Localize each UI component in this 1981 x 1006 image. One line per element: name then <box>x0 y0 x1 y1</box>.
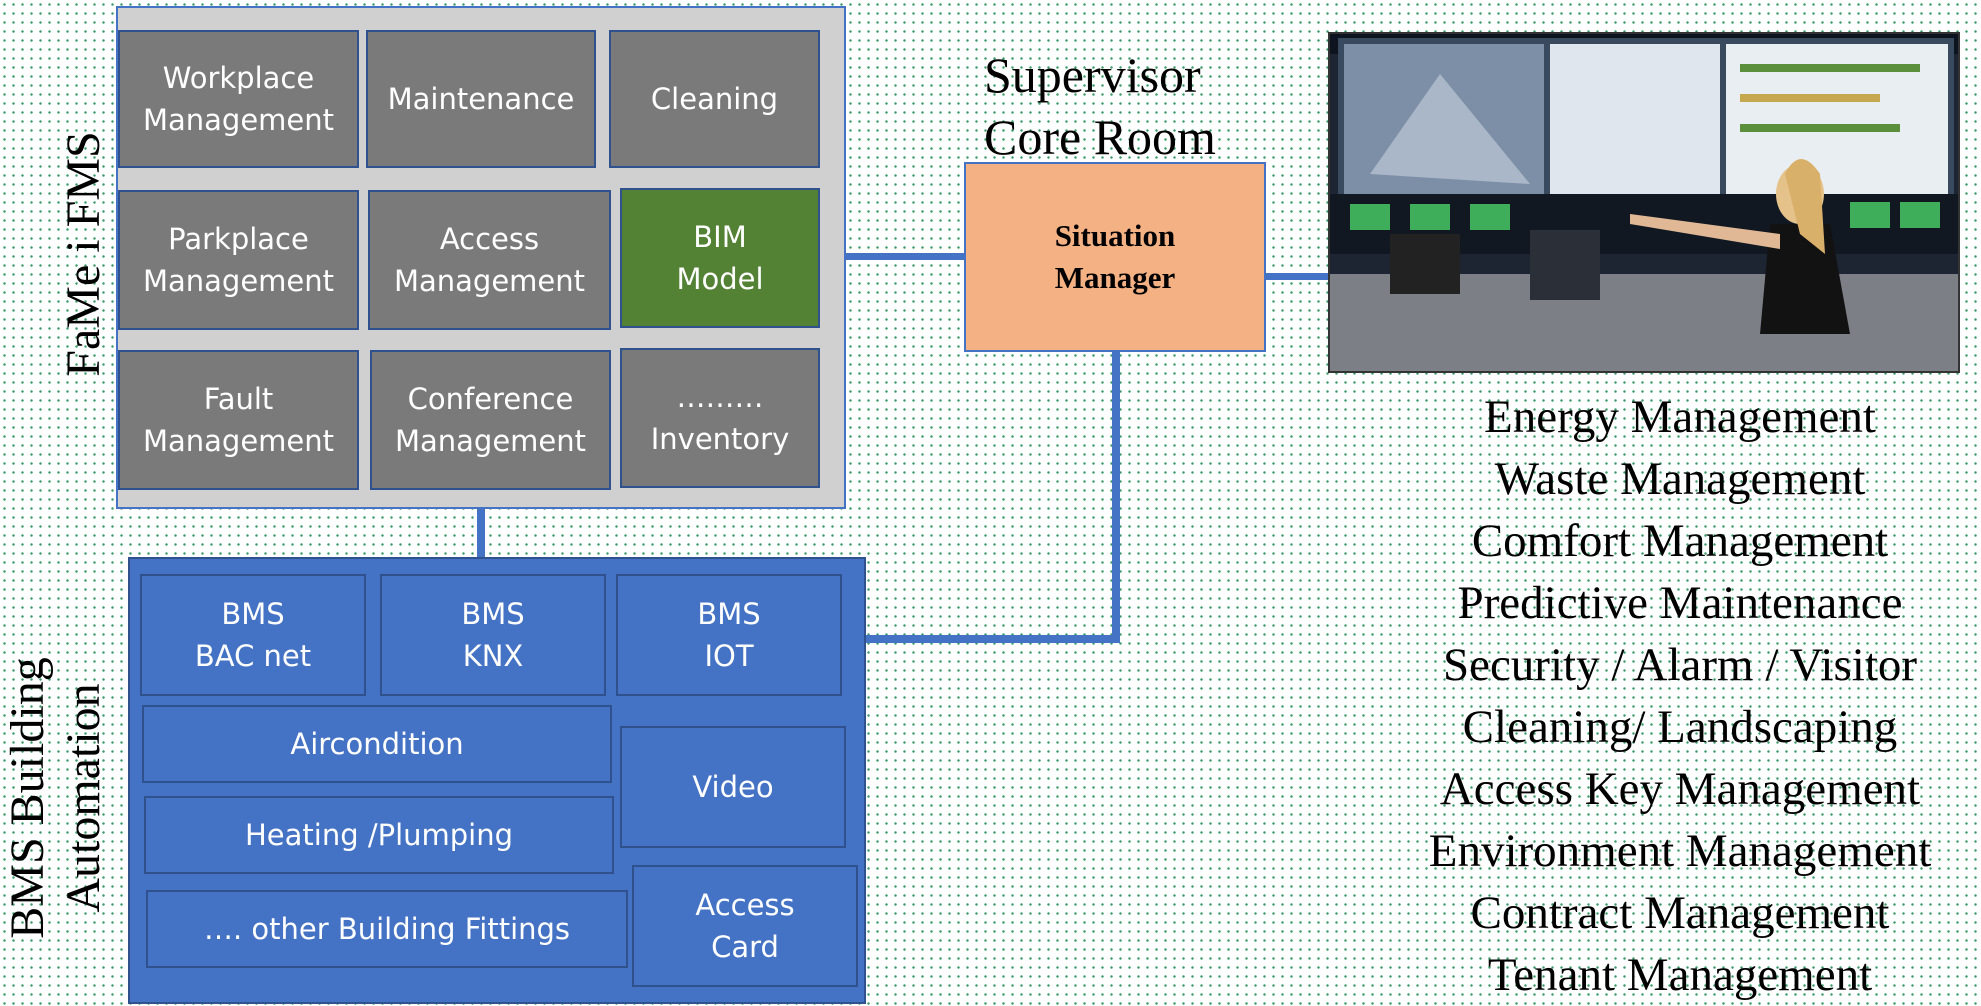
feature-item: Environment Management <box>1428 825 1932 877</box>
tile-fault-management[interactable]: Fault Management <box>118 350 359 490</box>
feature-item: Waste Management <box>1494 453 1866 505</box>
tile-access-management[interactable]: Access Management <box>368 190 611 330</box>
feature-item: Tenant Management <box>1487 949 1873 1001</box>
tile-conference-management[interactable]: Conference Management <box>370 350 611 490</box>
connector-fms-to-bms <box>477 505 485 560</box>
feature-item: Energy Management <box>1484 391 1876 443</box>
tile-access-card[interactable]: Access Card <box>632 865 858 987</box>
tile-bms-bacnet[interactable]: BMS BAC net <box>140 574 366 696</box>
tile-bms-knx[interactable]: BMS KNX <box>380 574 606 696</box>
tile-video[interactable]: Video <box>620 726 846 848</box>
control-room-illustration <box>1330 34 1958 371</box>
tile-heating-plumping[interactable]: Heating /Plumping <box>144 796 614 874</box>
connector-situation-manager-down <box>1112 350 1120 643</box>
tile-other-building-fittings[interactable]: …. other Building Fittings <box>146 890 628 968</box>
feature-item: Cleaning/ Landscaping <box>1462 701 1898 753</box>
feature-item: Access Key Management <box>1439 763 1921 815</box>
tile-inventory[interactable]: ……… Inventory <box>620 348 820 488</box>
situation-manager-box[interactable]: Situation Manager <box>964 162 1266 352</box>
feature-item: Comfort Management <box>1471 515 1889 567</box>
tile-cleaning[interactable]: Cleaning <box>609 30 820 168</box>
tile-bim-model[interactable]: BIM Model <box>620 188 820 328</box>
tile-workplace-management[interactable]: Workplace Management <box>118 30 359 168</box>
feature-item: Contract Management <box>1470 887 1890 939</box>
tile-maintenance[interactable]: Maintenance <box>366 30 596 168</box>
connector-bim-to-situation-manager <box>820 253 965 260</box>
fms-title: FaMe i FMS <box>57 131 110 377</box>
supervisor-heading: Supervisor Core Room <box>984 47 1216 165</box>
connector-situation-manager-to-photo <box>1266 273 1332 280</box>
bms-title: BMS Building Automation <box>1 657 110 939</box>
tile-parkplace-management[interactable]: Parkplace Management <box>118 190 359 330</box>
feature-item: Predictive Maintenance <box>1457 577 1903 629</box>
control-room-photo <box>1328 32 1960 373</box>
tile-aircondition[interactable]: Aircondition <box>142 705 612 783</box>
connector-to-bms-panel <box>862 635 1120 643</box>
feature-item: Security / Alarm / Visitor <box>1442 639 1918 691</box>
tile-bms-iot[interactable]: BMS IOT <box>616 574 842 696</box>
feature-list: Energy Management Waste Management Comfo… <box>1380 386 1980 1006</box>
situation-manager-label: Situation Manager <box>1054 218 1176 295</box>
